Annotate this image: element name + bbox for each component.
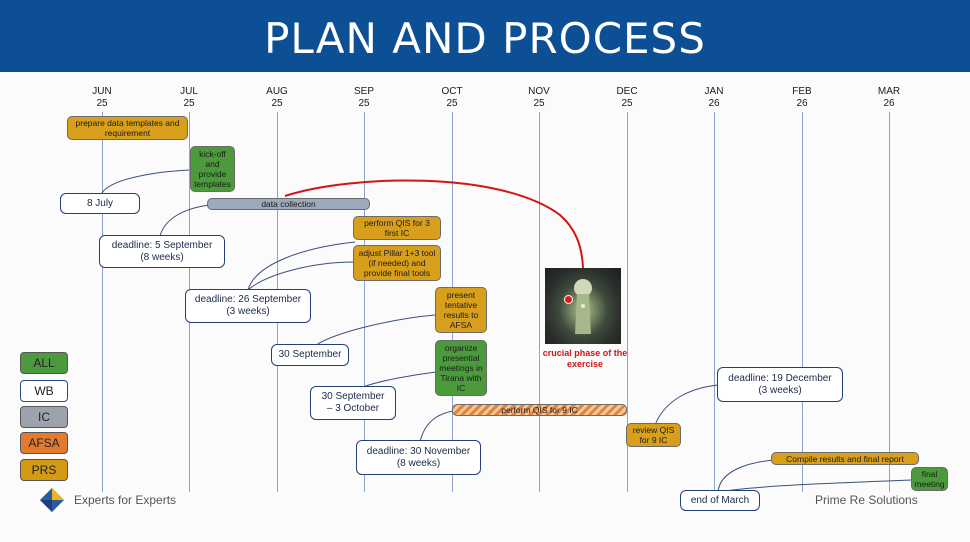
pointer-dot: [564, 295, 573, 304]
experts-logo-icon: [40, 488, 64, 512]
deadline-5-september: deadline: 5 September (8 weeks): [99, 235, 225, 268]
keyhole-icon: [574, 279, 592, 334]
crucial-phase-label: crucial phase of the exercise: [542, 348, 628, 369]
task-qis-nine-ic: perform QIS for 9 IC: [452, 404, 627, 416]
task-adjust-pillar-tool: adjust Pillar 1+3 tool (if needed) and p…: [353, 245, 441, 281]
legend-afsa: AFSA: [20, 432, 68, 454]
deadline-19-december: deadline: 19 December (3 weeks): [717, 367, 843, 402]
legend-all: ALL: [20, 352, 68, 374]
gridline-sep: [364, 112, 365, 492]
task-present-results-afsa: present tentative results to AFSA: [435, 287, 487, 333]
deadline-30-september: 30 September: [271, 344, 349, 366]
keyhole-image: [545, 268, 621, 344]
task-prepare-data-templates: prepare data templates and requirement: [67, 116, 188, 140]
task-review-qis: review QIS for 9 IC: [626, 423, 681, 447]
gridline-mar: [889, 112, 890, 492]
page-title: PLAN AND PROCESS: [264, 14, 706, 63]
task-data-collection: data collection: [207, 198, 370, 210]
task-kick-off: kick-off and provide templates: [190, 146, 235, 192]
gridline-nov: [539, 112, 540, 492]
deadline-30-sep-3-oct: 30 September – 3 October: [310, 386, 396, 420]
legend-wb: WB: [20, 380, 68, 402]
deadline-end-of-march: end of March: [680, 490, 760, 511]
footer-right-text: Prime Re Solutions: [815, 493, 918, 507]
task-qis-first-ic: perform QIS for 3 first IC: [353, 216, 441, 240]
deadline-8-july: 8 July: [60, 193, 140, 214]
task-final-meeting: final meeting: [911, 467, 948, 491]
deadline-26-september: deadline: 26 September (3 weeks): [185, 289, 311, 323]
header-bar: [0, 0, 970, 72]
task-organize-meetings: organize presential meetings in Tirana w…: [435, 340, 487, 396]
legend-prs: PRS: [20, 459, 68, 481]
legend-ic: IC: [20, 406, 68, 428]
deadline-30-november: deadline: 30 November (8 weeks): [356, 440, 481, 475]
gridline-jan: [714, 112, 715, 492]
task-compile-results: Compile results and final report: [771, 452, 919, 465]
gridline-feb: [802, 112, 803, 492]
footer-left-text: Experts for Experts: [74, 493, 177, 507]
gridline-dec: [627, 112, 628, 492]
gridline-jun: [102, 112, 103, 492]
